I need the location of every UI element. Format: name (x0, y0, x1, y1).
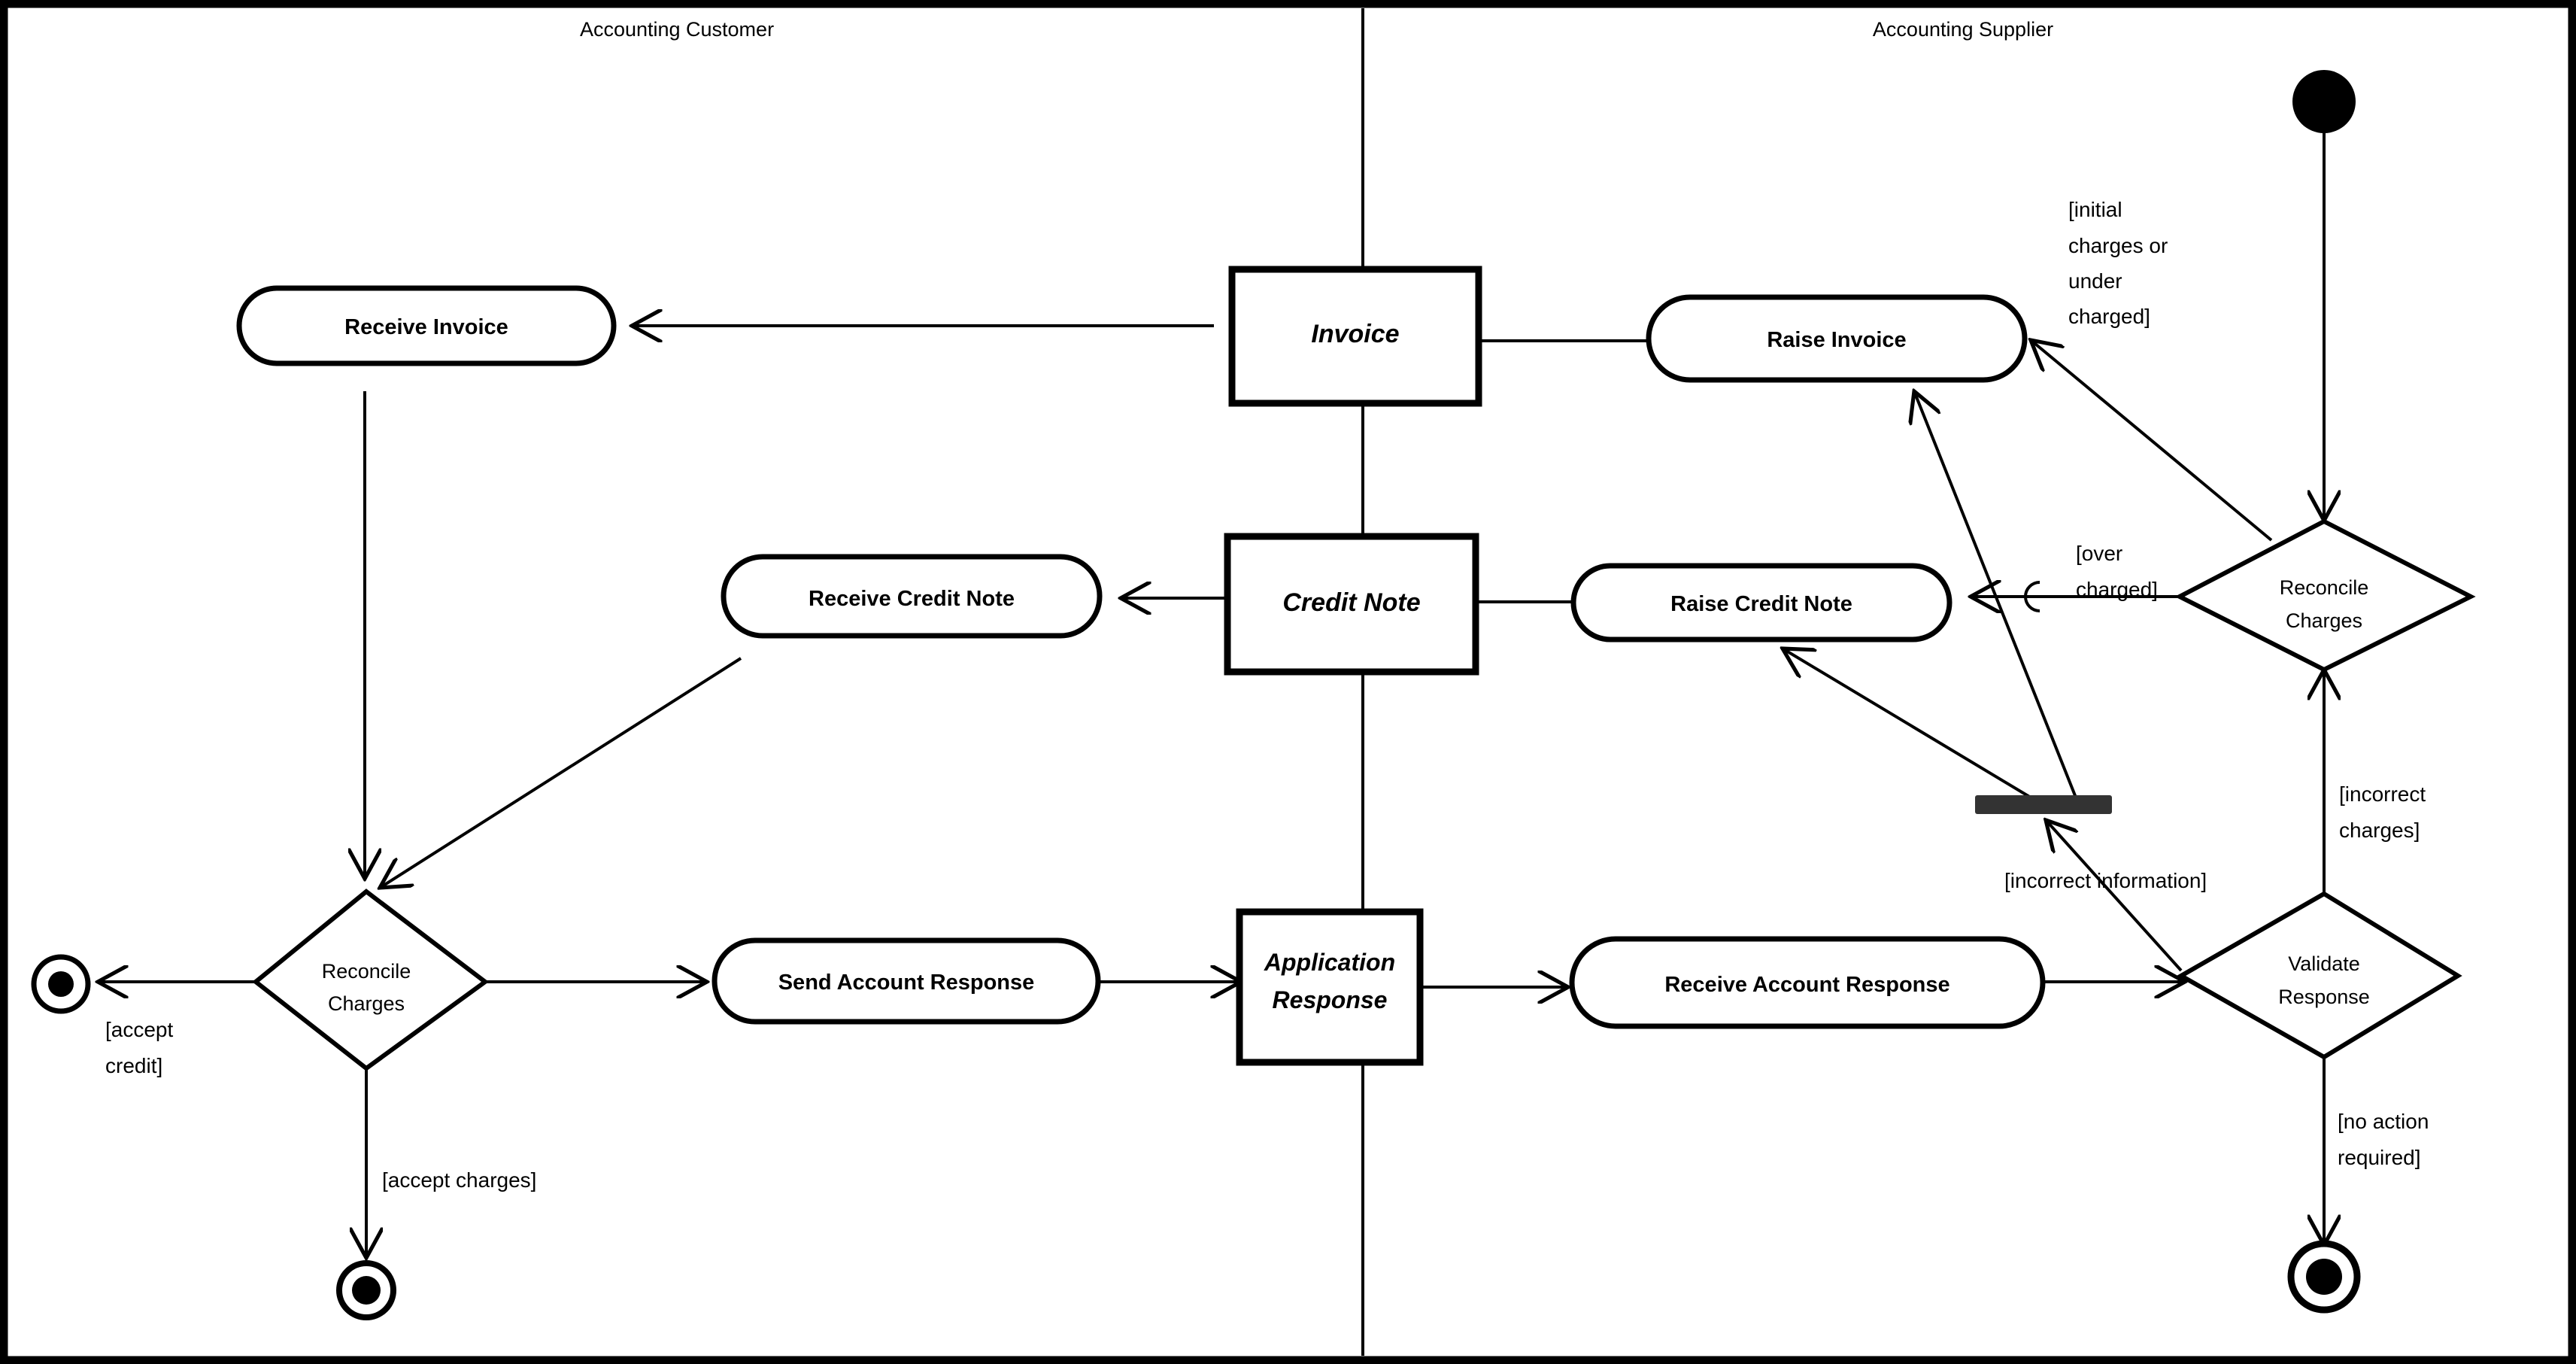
decision-reconcile-charges-supplier-label-line1: Reconcile (2280, 576, 2369, 599)
guard-no-action-required: [no action required] (2338, 1110, 2429, 1169)
object-node-invoice[interactable]: Invoice (1228, 266, 1482, 407)
svg-text:credit]: credit] (105, 1054, 162, 1077)
initial-node[interactable] (2292, 70, 2356, 133)
action-send-account-response-label: Send Account Response (778, 971, 1035, 995)
guard-incorrect-charges: [incorrect charges] (2339, 782, 2426, 842)
object-node-application-response[interactable]: Application Response (1236, 908, 1424, 1066)
svg-text:charged]: charged] (2068, 305, 2150, 328)
svg-text:[initial: [initial (2068, 198, 2122, 221)
guard-over-charged: [over charged] (2076, 542, 2158, 601)
guard-incorrect-information: [incorrect information] (2004, 869, 2207, 892)
edge-layer (98, 132, 2324, 1258)
svg-text:[incorrect information]: [incorrect information] (2004, 869, 2207, 892)
svg-text:under: under (2068, 269, 2122, 293)
svg-text:[over: [over (2076, 542, 2122, 565)
decision-validate-response-label-line2: Response (2278, 986, 2370, 1008)
svg-text:required]: required] (2338, 1146, 2421, 1169)
guard-accept-credit: [accept credit] (105, 1018, 173, 1077)
action-raise-credit-note-label: Raise Credit Note (1670, 592, 1852, 616)
final-node-accept-charges[interactable] (336, 1260, 396, 1320)
decision-reconcile-charges-supplier-label-line2: Charges (2286, 609, 2362, 632)
svg-text:[accept charges]: [accept charges] (382, 1168, 536, 1192)
decision-validate-response[interactable]: Validate Response (2176, 891, 2462, 1060)
svg-text:[no action: [no action (2338, 1110, 2429, 1133)
edge-merge-bar-to-raise-invoice (1914, 391, 2077, 798)
action-receive-invoice[interactable]: Receive Invoice (236, 285, 617, 366)
action-send-account-response[interactable]: Send Account Response (712, 937, 1101, 1025)
final-node-accept-credit[interactable] (31, 954, 91, 1014)
decision-reconcile-charges-supplier[interactable]: Reconcile Charges (2174, 518, 2476, 673)
edge-validate-response-to-merge-bar (2046, 820, 2183, 972)
object-node-invoice-label: Invoice (1311, 320, 1399, 348)
object-node-application-response-label-line1: Application (1264, 949, 1395, 976)
svg-text:[accept: [accept (105, 1018, 173, 1041)
swimlane-header-customer: Accounting Customer (580, 18, 774, 41)
edge-merge-bar-to-raise-credit-note (1783, 649, 2032, 799)
action-raise-invoice-label: Raise Invoice (1767, 328, 1906, 352)
fork-join-bar[interactable] (1975, 795, 2112, 814)
decision-validate-response-label-line1: Validate (2288, 952, 2360, 975)
guard-initial-charges: [initial charges or under charged] (2068, 198, 2168, 328)
object-node-credit-note[interactable]: Credit Note (1224, 533, 1479, 676)
action-receive-account-response-label: Receive Account Response (1664, 973, 1949, 997)
decision-reconcile-charges-customer[interactable]: Reconcile Charges (252, 889, 490, 1071)
object-node-application-response-label-line2: Response (1273, 986, 1388, 1013)
action-receive-account-response[interactable]: Receive Account Response (1569, 936, 2046, 1029)
svg-text:[incorrect: [incorrect (2339, 782, 2426, 806)
decision-reconcile-charges-customer-label-line1: Reconcile (322, 960, 411, 983)
action-receive-credit-note[interactable]: Receive Credit Note (721, 554, 1103, 639)
edge-crossing-hop (2024, 581, 2040, 612)
edge-receive-credit-note-to-reconcile-customer (380, 657, 742, 888)
object-node-credit-note-label: Credit Note (1282, 588, 1420, 617)
action-receive-invoice-label: Receive Invoice (344, 315, 508, 339)
final-node-no-action-required[interactable] (2287, 1240, 2361, 1314)
swimlane-header-supplier: Accounting Supplier (1873, 18, 2053, 41)
guard-label-layer: [initial charges or under charged] [over… (105, 198, 2429, 1192)
guard-accept-charges: [accept charges] (382, 1168, 536, 1192)
svg-text:charges or: charges or (2068, 234, 2168, 257)
edge-reconcile-supplier-to-raise-invoice (2031, 340, 2273, 542)
svg-text:charged]: charged] (2076, 578, 2158, 601)
action-receive-credit-note-label: Receive Credit Note (809, 587, 1015, 611)
action-raise-credit-note[interactable]: Raise Credit Note (1570, 563, 1952, 643)
action-raise-invoice[interactable]: Raise Invoice (1646, 294, 2028, 383)
decision-reconcile-charges-customer-label-line2: Charges (328, 992, 405, 1015)
svg-text:charges]: charges] (2339, 819, 2420, 842)
